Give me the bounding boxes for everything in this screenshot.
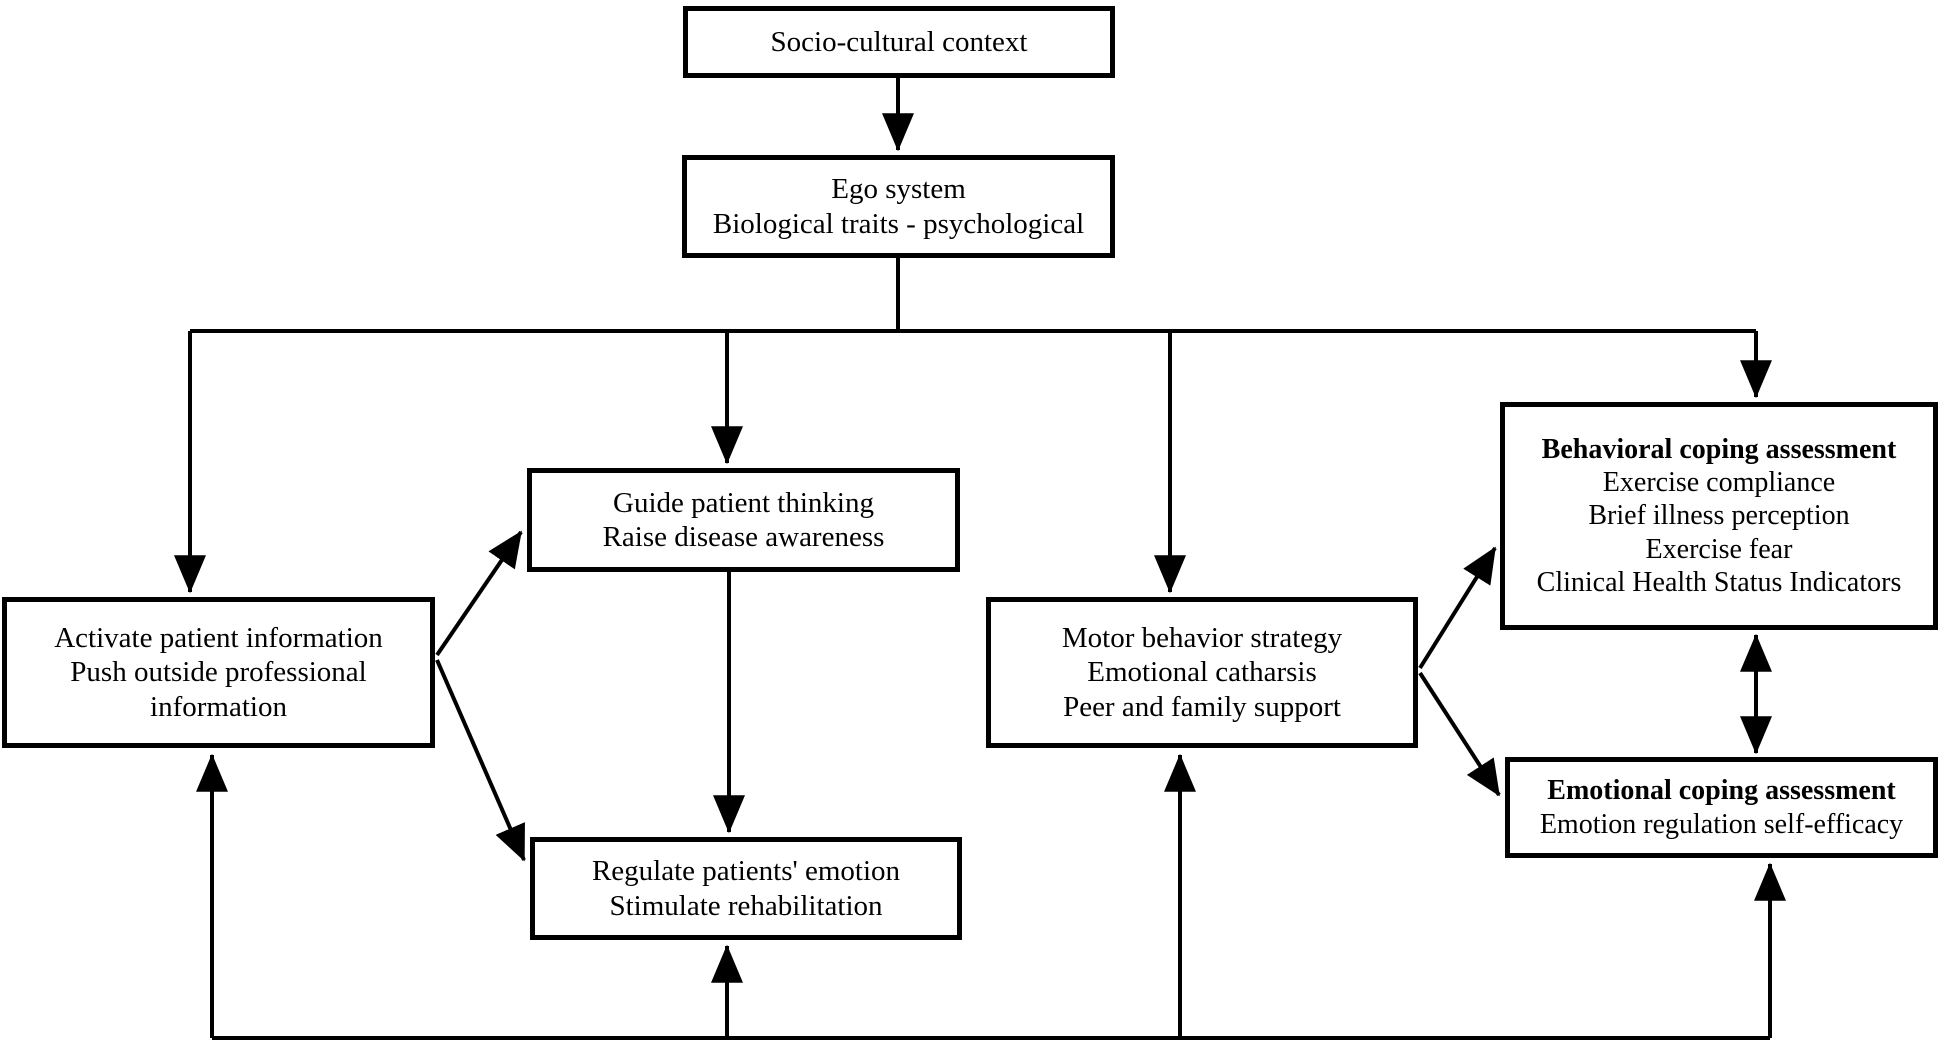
edge-motor-behavior-strategy-to-emotional-coping-assessment	[1418, 671, 1501, 797]
emotional-coping-assessment-line-2: Emotion regulation self-efficacy	[1539, 808, 1904, 840]
behavioral-coping-assessment-title: Behavioral coping assessment	[1541, 434, 1897, 466]
socio-cultural-context-node[interactable]: Socio-cultural context	[683, 6, 1115, 78]
activate-patient-information-line-3: information	[150, 690, 287, 723]
regulate-patients-emotion-line-1: Regulate patients' emotion	[591, 855, 901, 888]
motor-behavior-strategy-line-2: Emotional catharsis	[1087, 656, 1317, 689]
edge-motor-behavior-strategy-to-behavioral-coping-assessment	[1418, 546, 1497, 670]
behavioral-coping-assessment-line-4: Exercise fear	[1645, 533, 1793, 565]
behavioral-coping-assessment-node[interactable]: Behavioral coping assessment Exercise co…	[1500, 402, 1938, 630]
ego-system-line-1: Ego system	[831, 173, 966, 206]
motor-behavior-strategy-node[interactable]: Motor behavior strategy Emotional cathar…	[986, 597, 1418, 748]
guide-patient-thinking-node[interactable]: Guide patient thinking Raise disease awa…	[527, 468, 960, 572]
activate-patient-information-line-1: Activate patient information	[54, 622, 383, 655]
guide-patient-thinking-line-1: Guide patient thinking	[613, 486, 874, 519]
edge-activate-patient-information-to-regulate-patients-emotion	[435, 659, 526, 862]
activate-patient-information-line-2: Push outside professional	[70, 656, 367, 689]
ego-system-line-2: Biological traits - psychological	[712, 207, 1085, 240]
regulate-patients-emotion-line-2: Stimulate rehabilitation	[609, 889, 883, 922]
behavioral-coping-assessment-line-5: Clinical Health Status Indicators	[1536, 566, 1902, 598]
activate-patient-information-node[interactable]: Activate patient information Push outsid…	[2, 597, 435, 748]
ego-system-node[interactable]: Ego system Biological traits - psycholog…	[682, 155, 1115, 258]
socio-cultural-context-line-1: Socio-cultural context	[770, 25, 1028, 58]
edge-activate-patient-information-to-guide-patient-thinking	[435, 530, 523, 657]
motor-behavior-strategy-line-1: Motor behavior strategy	[1061, 622, 1343, 655]
behavioral-coping-assessment-line-3: Brief illness perception	[1588, 500, 1850, 532]
motor-behavior-strategy-line-3: Peer and family support	[1063, 690, 1341, 723]
emotional-coping-assessment-node[interactable]: Emotional coping assessment Emotion regu…	[1505, 757, 1938, 858]
guide-patient-thinking-line-2: Raise disease awareness	[602, 521, 885, 553]
emotional-coping-assessment-title: Emotional coping assessment	[1547, 775, 1896, 807]
regulate-patients-emotion-node[interactable]: Regulate patients' emotion Stimulate reh…	[530, 837, 962, 940]
behavioral-coping-assessment-line-2: Exercise compliance	[1602, 467, 1836, 499]
